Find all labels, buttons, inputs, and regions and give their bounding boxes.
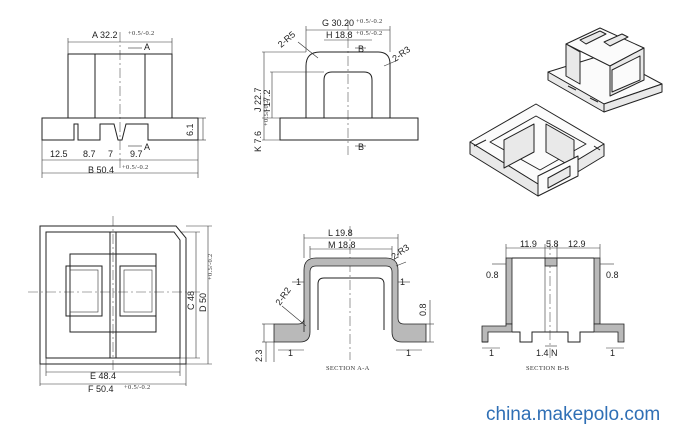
section-b-top-dim-1: 11.9 [520, 239, 537, 249]
side-view: G 30.20 +0.5/-0.2 H 18.8 +0.5/-0.2 2-R5 … [253, 18, 419, 155]
front-dim-a-tol: +0.5/-0.2 [128, 30, 155, 37]
section-b-caption: SECTION B-B [526, 365, 570, 372]
section-a-dim-m: M 18.8 [328, 240, 356, 250]
front-dim-a: A 32.2 [92, 30, 118, 40]
front-section-mark-top: A [144, 42, 150, 52]
front-section-mark-bottom: A [144, 142, 150, 152]
section-b-foot-left: 1 [489, 348, 494, 358]
front-bottom-dim-2: 8.7 [83, 149, 96, 159]
side-radius-left: 2-R5 [276, 29, 297, 49]
plan-width-e: E 48.4 [90, 371, 116, 381]
section-a-foot-left: 1 [288, 348, 293, 358]
side-section-mark-top: B [358, 44, 364, 54]
section-b-top-dim-2: 5.8 [546, 239, 559, 249]
front-bottom-dim-4: 9.7 [130, 149, 143, 159]
plan-height-c: C 48 [186, 291, 196, 310]
section-b-dim-n: 1.4 N [536, 348, 558, 358]
section-b-right-wall: 0.8 [606, 270, 619, 280]
section-a-radius-left: 2-R2 [273, 285, 292, 307]
section-a-foot-right: 1 [406, 348, 411, 358]
section-b-b: 11.9 5.8 12.9 0.8 0.8 1 1 1.4 N SECTION … [481, 239, 625, 372]
front-dim-b-tol: +0.5/-0.2 [122, 164, 149, 171]
plan-width-f-tol: +0.5/-0.2 [124, 384, 151, 391]
side-height-k-tol: +0.5/-0.2 [263, 99, 270, 126]
section-b-top-dim-3: 12.9 [568, 239, 586, 249]
section-b-foot-right: 1 [610, 348, 615, 358]
section-b-left-wall: 0.8 [486, 270, 499, 280]
section-a-wall-right: 1 [400, 277, 405, 287]
section-a-base-right: 0.8 [418, 303, 428, 316]
plan-width-f: F 50.4 [88, 384, 114, 394]
plan-view: E 48.4 F 50.4 +0.5/-0.2 C 48 D 50 +0.5/-… [28, 216, 214, 394]
section-a-base-left-height: 2.3 [254, 349, 264, 362]
side-dim-h: H 18.8 [326, 30, 353, 40]
section-a-radius-right: 2-R3 [389, 242, 411, 261]
front-bottom-dim-3: 7 [108, 149, 113, 159]
side-dim-g: G 30.20 [322, 18, 354, 28]
side-dim-h-tol: +0.5/-0.2 [356, 30, 383, 37]
side-radius-right: 2-R3 [390, 44, 412, 63]
front-height-right: 6.1 [185, 123, 195, 136]
side-dim-g-tol: +0.5/-0.2 [356, 18, 383, 25]
section-a-caption: SECTION A-A [326, 365, 370, 372]
side-height-k: K 7.6 [253, 131, 263, 152]
front-bottom-dim-1: 12.5 [50, 149, 68, 159]
plan-height-d-tol: +0.5/-0.2 [207, 253, 214, 280]
side-height-j: J 22.7 [253, 87, 263, 112]
watermark-text: china.makepolo.com [486, 404, 660, 425]
side-section-mark-bottom: B [358, 142, 364, 152]
front-view: A 32.2 +0.5/-0.2 A A 12.5 8.7 7 9.7 B 50… [41, 30, 206, 178]
side-height-i: I 17.2 [262, 89, 272, 112]
isometric-views [469, 27, 663, 197]
front-dim-b: B 50.4 [88, 165, 114, 175]
section-a-dim-l: L 19.8 [328, 228, 353, 238]
plan-height-d: D 50 [198, 293, 208, 312]
section-a-a: L 19.8 M 18.8 2-R3 2-R2 1 1 0.8 2.3 1 1 … [254, 226, 434, 372]
section-a-wall-left: 1 [296, 277, 301, 287]
